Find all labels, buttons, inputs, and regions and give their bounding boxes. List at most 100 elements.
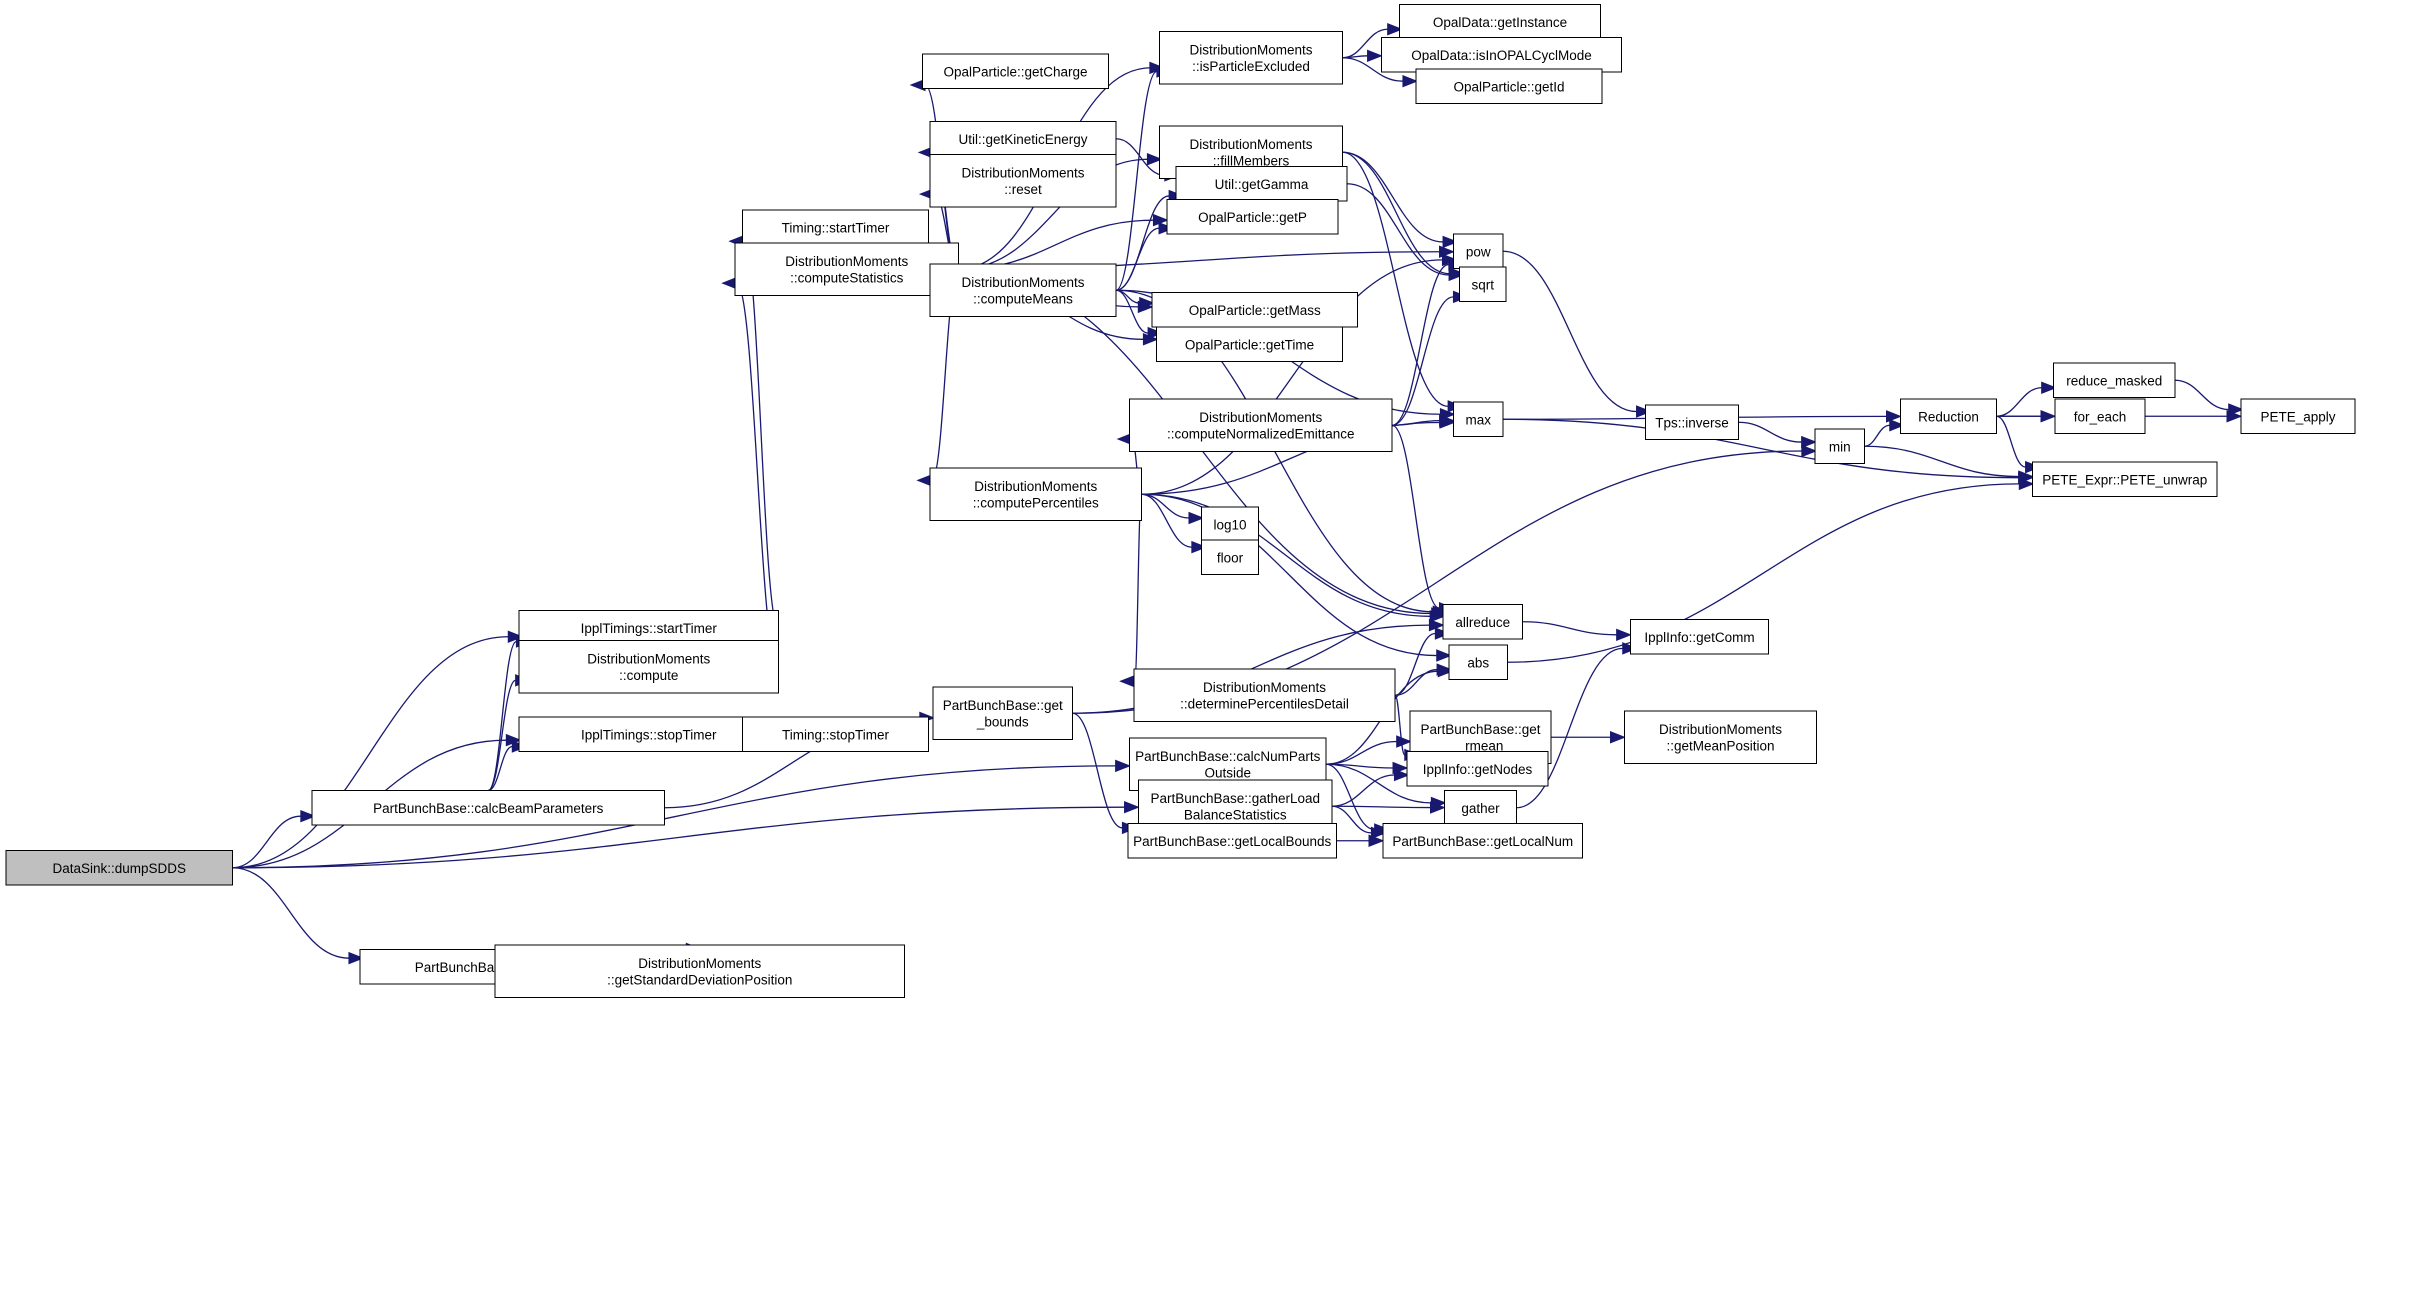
node-label: Util::getGamma: [1215, 177, 1309, 192]
edge-abs-to-peteUnwrap: [1507, 477, 2035, 663]
node-label: IpplInfo::getComm: [1644, 630, 1754, 645]
node-getTime[interactable]: OpalParticle::getTime: [1156, 326, 1343, 362]
node-label: OpalParticle::getP: [1198, 210, 1307, 225]
node-label: PartBunchBase::gatherLoad: [1150, 791, 1320, 806]
node-calcBeamParameters[interactable]: PartBunchBase::calcBeamParameters: [311, 790, 665, 826]
node-getGamma[interactable]: Util::getGamma: [1175, 166, 1348, 202]
node-getStdDevPos[interactable]: DistributionMoments::getStandardDeviatio…: [494, 944, 905, 998]
edge-getLocalBounds-to-getLocalNum: [1336, 834, 1385, 847]
node-peteApply[interactable]: PETE_apply: [2240, 398, 2356, 434]
node-computePercentiles[interactable]: DistributionMoments::computePercentiles: [929, 467, 1142, 521]
node-getInstance[interactable]: OpalData::getInstance: [1399, 4, 1601, 40]
edge-computeNormEmit-to-allreduce: [1391, 424, 1455, 615]
node-label: ::getMeanPosition: [1666, 739, 1774, 754]
edge-dumpSDDS-to-gatherLoadBalanceStatistics: [232, 800, 1140, 869]
node-label: _bounds: [976, 715, 1029, 730]
node-isInOPALCyclMode[interactable]: OpalData::isInOPALCyclMode: [1381, 37, 1622, 73]
node-getComm[interactable]: IpplInfo::getComm: [1630, 619, 1769, 655]
node-box: [518, 640, 779, 694]
node-reduceMasked[interactable]: reduce_masked: [2053, 362, 2176, 398]
node-box: [1406, 751, 1549, 787]
edge-isParticleExcluded-to-getId: [1342, 57, 1419, 88]
node-label: _rmean: [1457, 739, 1504, 754]
node-tpsInverse[interactable]: Tps::inverse: [1645, 404, 1739, 440]
node-label: IpplTimings::startTimer: [581, 621, 718, 636]
node-box: [2054, 398, 2146, 434]
edge-dumpSDDS-to-get_rrms: [232, 867, 365, 965]
edge-gatherLoadBalanceStatistics-to-gather: [1331, 801, 1446, 814]
node-allreduce[interactable]: allreduce: [1442, 604, 1523, 640]
node-label: DistributionMoments: [587, 652, 710, 667]
node-reduction[interactable]: Reduction: [1900, 398, 1997, 434]
node-ipplStartTimer[interactable]: IpplTimings::startTimer: [518, 610, 779, 646]
node-gather[interactable]: gather: [1444, 790, 1517, 826]
node-pow[interactable]: pow: [1453, 233, 1504, 269]
node-label: DataSink::dumpSDDS: [52, 861, 186, 876]
node-box: [518, 610, 779, 646]
node-label: BalanceStatistics: [1184, 808, 1287, 823]
node-getP[interactable]: OpalParticle::getP: [1166, 199, 1339, 235]
node-computeMeans[interactable]: DistributionMoments::computeMeans: [929, 263, 1117, 317]
node-label: PartBunchBase::calcNumParts: [1135, 749, 1321, 764]
node-box: [1645, 404, 1739, 440]
node-label: gather: [1461, 801, 1500, 816]
node-box: [1415, 68, 1603, 104]
edge-computeNormEmit-to-max: [1391, 414, 1455, 427]
node-label: Tps::inverse: [1655, 415, 1729, 430]
node-box: [734, 242, 959, 296]
node-label: reduce_masked: [2066, 373, 2162, 388]
edge-getRmean-to-getMeanPosition: [1550, 731, 1626, 744]
node-getNodes[interactable]: IpplInfo::getNodes: [1406, 751, 1549, 787]
node-label: ::computeNormalizedEmittance: [1167, 427, 1355, 442]
node-getId[interactable]: OpalParticle::getId: [1415, 68, 1603, 104]
node-label: ::computeStatistics: [790, 271, 904, 286]
node-dmCompute[interactable]: DistributionMoments::compute: [518, 640, 779, 694]
edge-computeMeans-to-getTime: [1115, 289, 1164, 340]
node-label: PartBunchBase::getLocalNum: [1392, 834, 1573, 849]
edge-isParticleExcluded-to-isInOPALCyclMode: [1342, 49, 1383, 63]
node-computeNormEmit[interactable]: DistributionMoments::computeNormalizedEm…: [1129, 398, 1393, 452]
node-label: ::isParticleExcluded: [1192, 59, 1310, 74]
node-getBounds[interactable]: PartBunchBase::get_bounds: [932, 686, 1073, 740]
node-log10[interactable]: log10: [1201, 506, 1259, 542]
node-peteUnwrap[interactable]: PETE_Expr::PETE_unwrap: [2032, 461, 2218, 497]
node-box: [1459, 266, 1507, 302]
node-label: OpalParticle::getMass: [1189, 303, 1321, 318]
node-box: [1166, 199, 1339, 235]
node-box: [929, 263, 1117, 317]
node-box: [2032, 461, 2218, 497]
node-getLocalBounds[interactable]: PartBunchBase::getLocalBounds: [1127, 823, 1337, 859]
node-getKineticEnergy[interactable]: Util::getKineticEnergy: [929, 121, 1117, 157]
node-ipplStopTimer[interactable]: IpplTimings::stopTimer: [518, 716, 779, 752]
node-box: [1127, 823, 1337, 859]
node-abs[interactable]: abs: [1448, 644, 1508, 680]
node-label: DistributionMoments: [638, 956, 761, 971]
node-isParticleExcluded[interactable]: DistributionMoments::isParticleExcluded: [1159, 31, 1343, 85]
edge-min-to-peteUnwrap: [1864, 445, 2035, 483]
node-floor[interactable]: floor: [1201, 539, 1259, 575]
node-getMeanPosition[interactable]: DistributionMoments::getMeanPosition: [1624, 710, 1817, 764]
node-getLocalNum[interactable]: PartBunchBase::getLocalNum: [1382, 823, 1583, 859]
edge-computePercentiles-to-floor: [1141, 493, 1208, 554]
node-determinePercentilesDetail[interactable]: DistributionMoments::determinePercentile…: [1133, 668, 1396, 722]
node-label: min: [1829, 439, 1851, 454]
node-max[interactable]: max: [1453, 401, 1504, 437]
edge-gatherLoadBalanceStatistics-to-getLocalNum: [1331, 805, 1387, 840]
node-label: PETE_Expr::PETE_unwrap: [2042, 472, 2207, 487]
node-box: [518, 716, 779, 752]
node-getCharge[interactable]: OpalParticle::getCharge: [922, 53, 1109, 89]
node-box: [1444, 790, 1517, 826]
node-label: ::determinePercentilesDetail: [1180, 697, 1349, 712]
node-label: DistributionMoments: [785, 254, 908, 269]
node-label: ::reset: [1004, 182, 1042, 197]
node-sqrt[interactable]: sqrt: [1459, 266, 1507, 302]
node-dumpSDDS[interactable]: DataSink::dumpSDDS: [5, 850, 233, 886]
edge-reduceMasked-to-peteApply: [2174, 379, 2245, 416]
node-timingStopTimer[interactable]: Timing::stopTimer: [742, 716, 929, 752]
node-dmReset[interactable]: DistributionMoments::reset: [929, 154, 1117, 208]
node-min[interactable]: min: [1814, 428, 1865, 464]
node-forEach[interactable]: for_each: [2054, 398, 2146, 434]
node-computeStatistics[interactable]: DistributionMoments::computeStatistics: [734, 242, 959, 296]
node-getMass[interactable]: OpalParticle::getMass: [1151, 292, 1358, 328]
node-timingStartTimer[interactable]: Timing::startTimer: [742, 209, 929, 245]
